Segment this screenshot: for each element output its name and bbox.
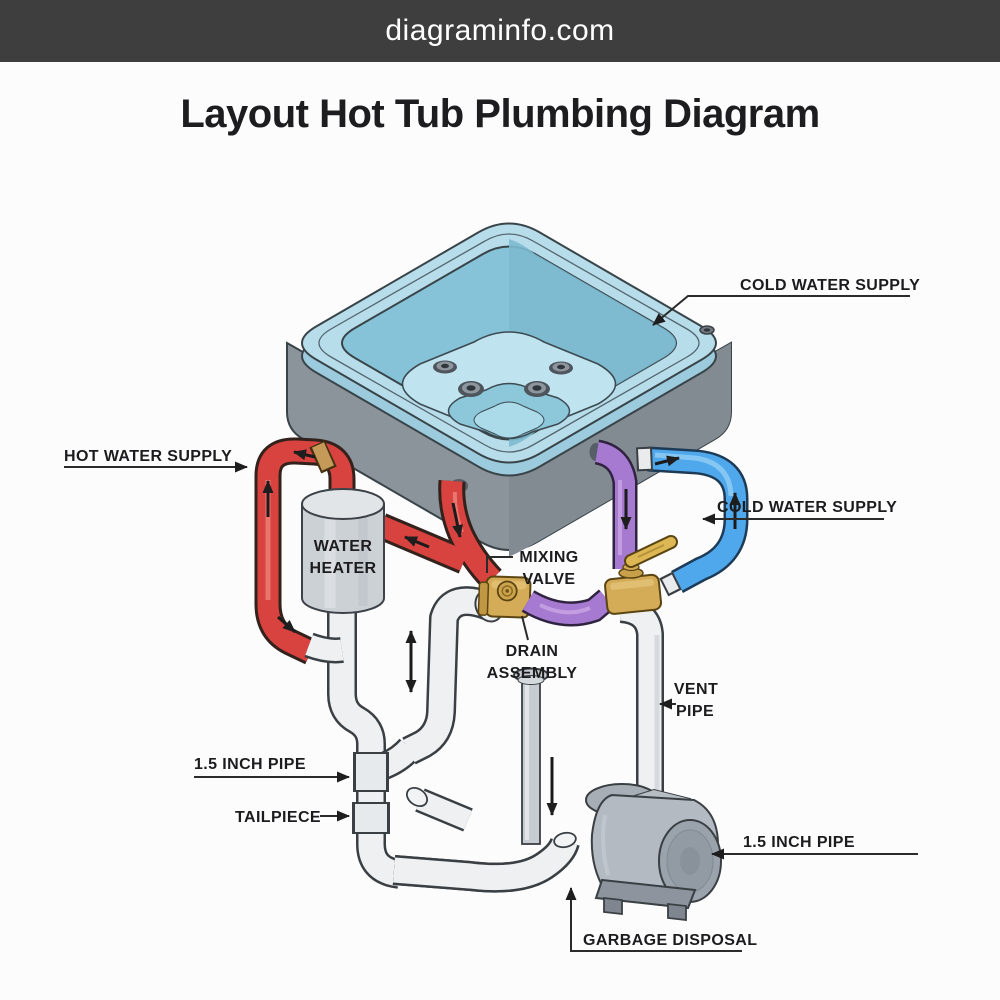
mixed-water-pipes [521,439,638,627]
label-hot-water-supply: HOT WATER SUPPLY [64,448,232,465]
hot-tub-footwell-floor [473,401,545,439]
leader-cold-top [652,295,910,326]
water-heater-label-line1: WATER [314,538,373,555]
rim-grommet-icon [699,325,715,335]
pipe-coupling [638,448,651,470]
site-header: diagraminfo.com [0,0,1000,62]
flow-arrow [293,449,316,461]
garbage-disposal [585,783,722,922]
water-heater-label-line2: HEATER [310,560,377,577]
label-cold-water-supply-side: COLD WATER SUPPLY [717,499,897,516]
label-vent-pipe-line2: PIPE [676,703,714,720]
cold-supply-pipe [647,449,746,591]
pvc-riser-pipe [403,588,494,763]
hot-tub-rim-crease [318,233,700,453]
jet-icon [524,381,550,397]
label-mixing-valve-line2: VALVE [523,571,576,588]
water-heater: WATER HEATER [301,488,385,614]
site-name: diagraminfo.com [385,14,615,47]
label-vent-pipe-line1: VENT [674,681,718,698]
label-mixing-valve-line1: MIXING [519,549,578,566]
hot-tub [286,222,732,557]
label-garbage-disposal: GARBAGE DISPOSAL [583,932,757,949]
flow-arrow [404,535,430,549]
leader-garbage [565,887,742,952]
pvc-horizontal-drain [392,831,580,893]
leader-lines [64,295,918,952]
label-tailpiece: TAILPIECE [235,809,321,826]
jet-icon [549,361,573,375]
hot-supply-loop-pipe [257,440,353,662]
label-drain-assembly-line2: ASSEMBLY [487,665,578,682]
flow-arrow [277,615,296,634]
valve-handle [624,535,678,568]
leader-drain [521,615,529,641]
pvc-open-socket [405,787,429,807]
label-cold-water-supply-top: COLD WATER SUPPLY [740,277,920,294]
flow-arrows [262,449,741,816]
diagram-labels: COLD WATER SUPPLY HOT WATER SUPPLY MIXIN… [64,277,920,949]
label-pipe15-left: 1.5 INCH PIPE [194,756,306,773]
jet-icon [458,381,484,397]
flow-arrow [451,502,463,538]
label-drain-assembly-line1: DRAIN [506,643,559,660]
cold-shutoff-valve [604,562,663,615]
pvc-left-drain [327,596,409,889]
drain-assembly-tailpipe [513,667,549,845]
vent-pipe [619,589,664,794]
label-pipe15-right: 1.5 INCH PIPE [743,834,855,851]
mixing-valve [477,575,532,619]
flow-arrow [654,455,680,467]
pvc-stub-pipe [416,790,472,830]
pipe-flange [662,574,679,594]
leader-mixing [486,556,513,573]
page-title: Layout Hot Tub Plumbing Diagram [180,92,820,136]
pipe-coupling [312,442,334,471]
pvc-branch-fitting [304,632,344,664]
jet-icon [433,360,457,374]
mixed-drop-pipe [594,442,635,569]
pvc-elbow-opening [553,831,577,849]
